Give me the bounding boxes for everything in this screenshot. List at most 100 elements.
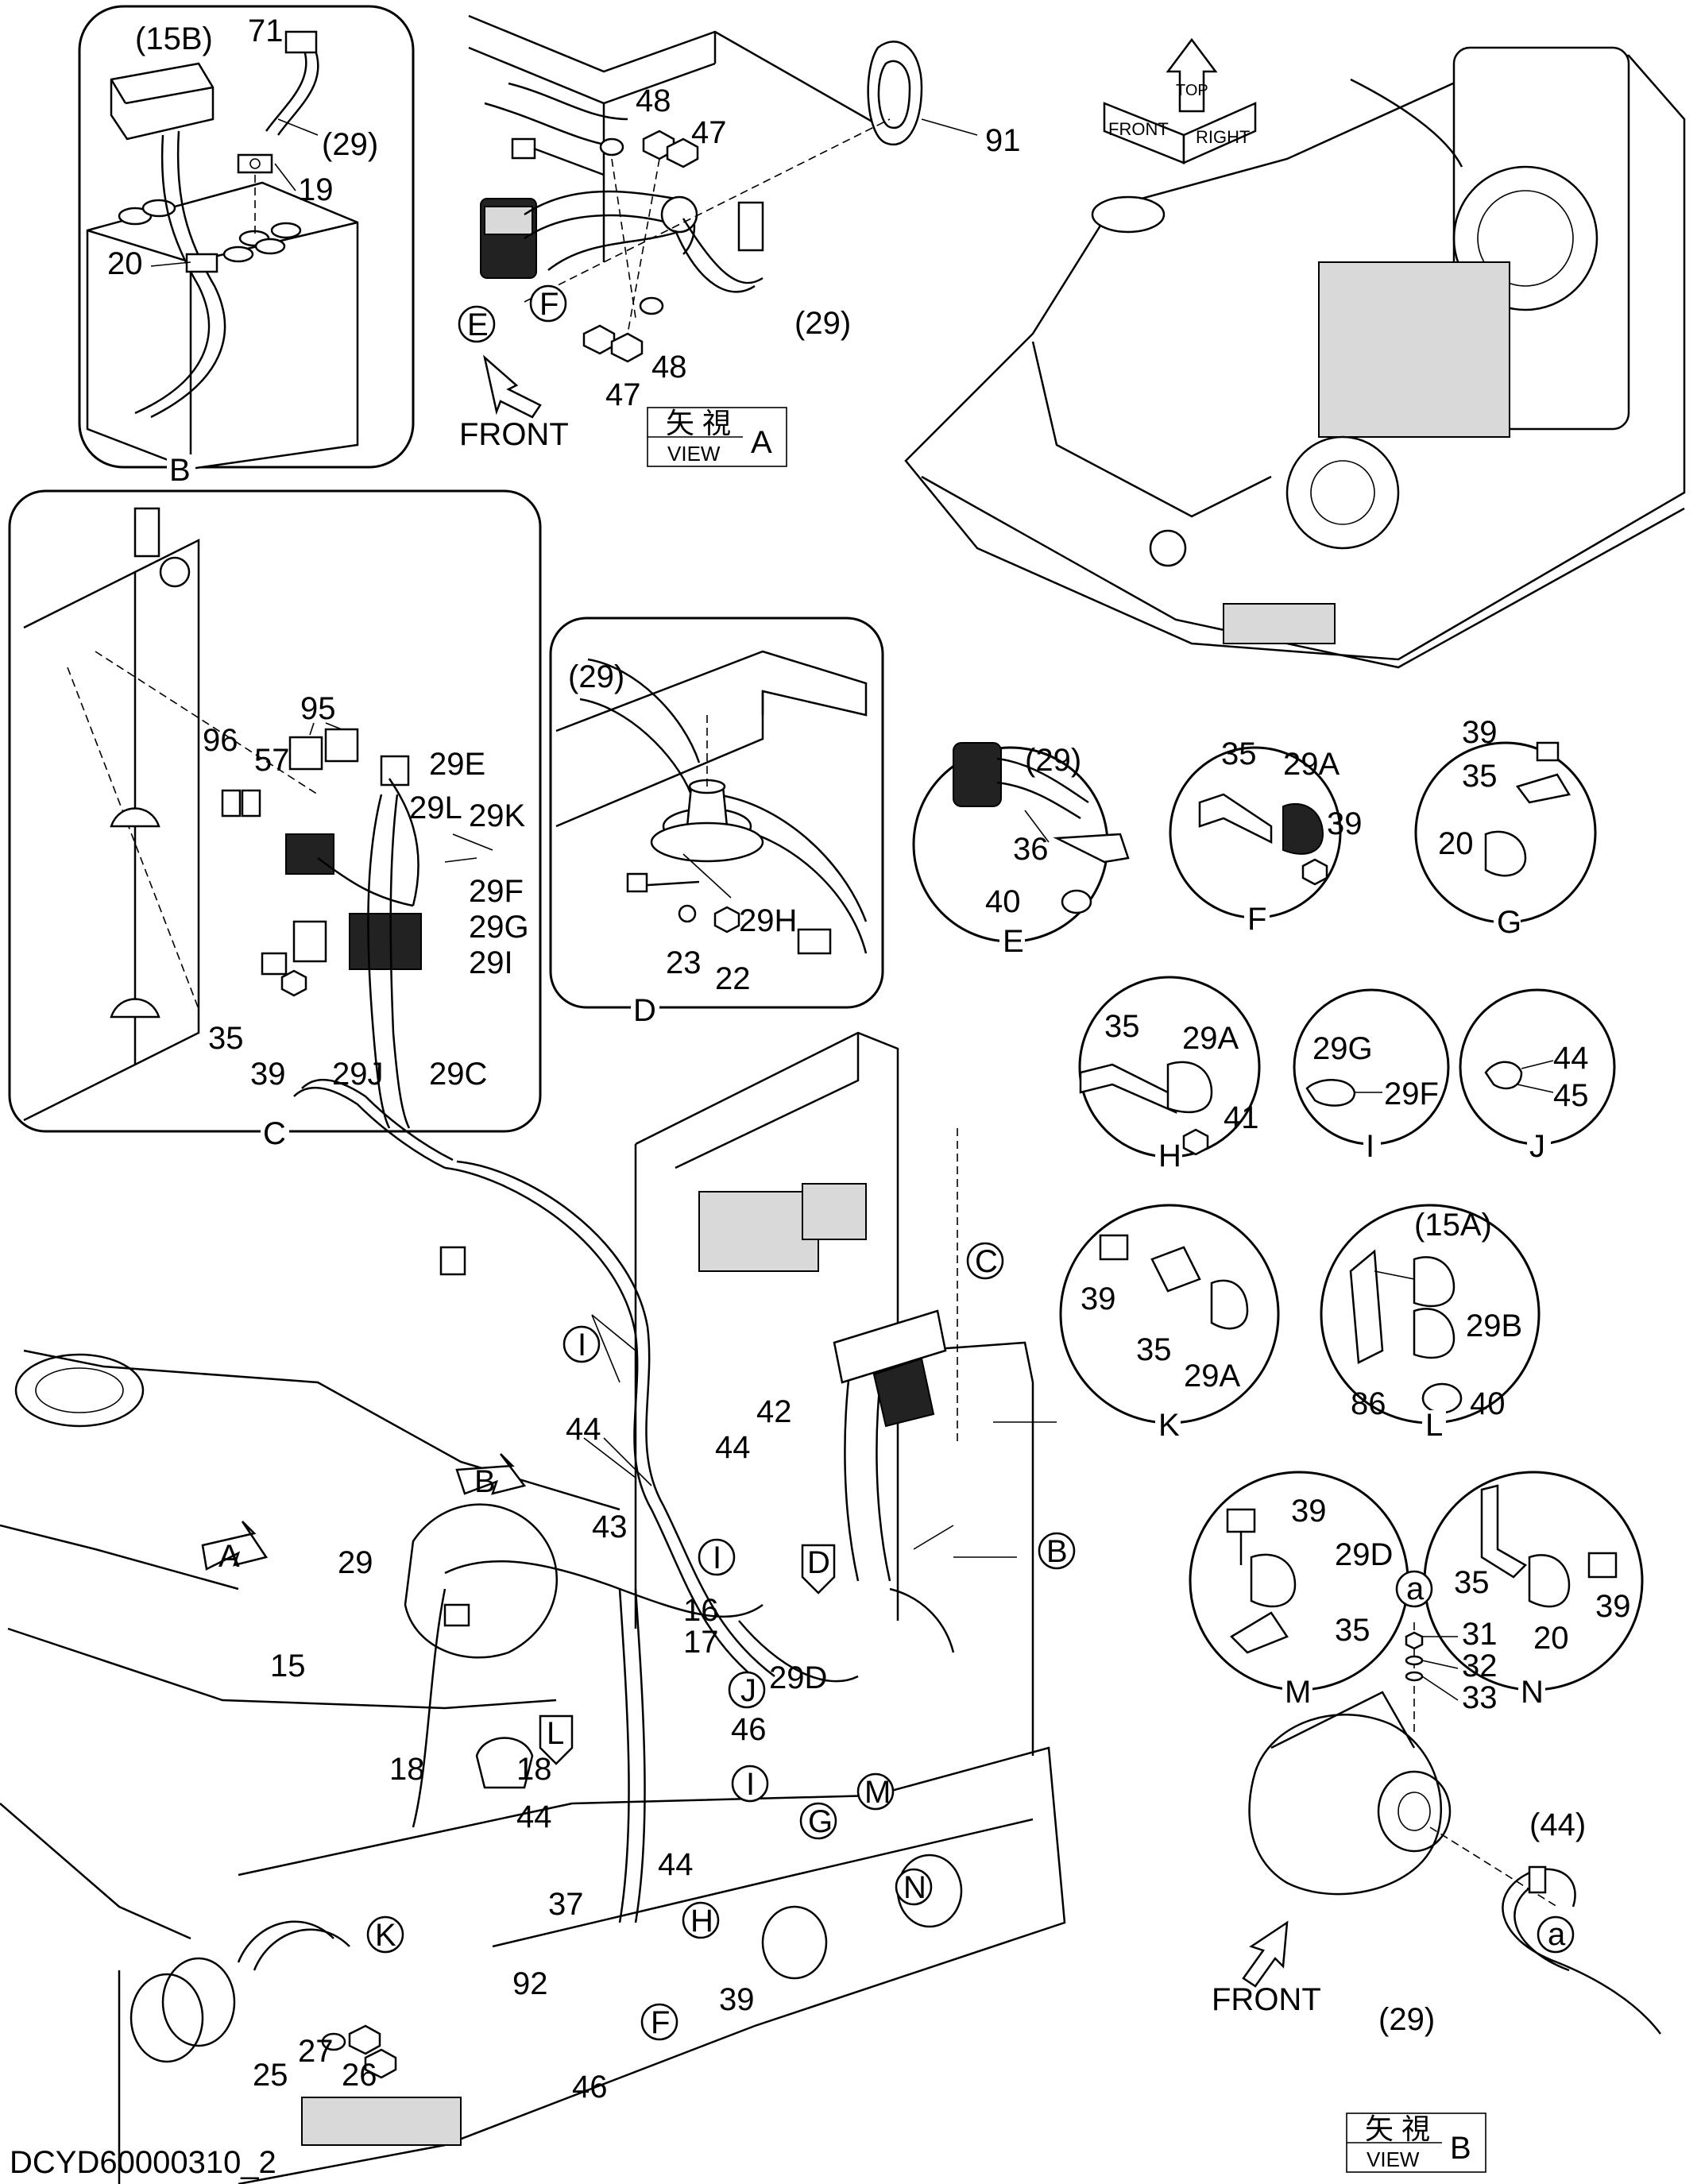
label-29j: 29J [332, 1057, 384, 1092]
detail-n-letter: N [1521, 1675, 1544, 1710]
detail-l: (15A) 29B 40 86 L [1320, 1204, 1541, 1443]
detail-h: 35 29A 41 H [1078, 976, 1261, 1173]
callout-f [529, 284, 567, 323]
label-44-main-c: 44 [516, 1799, 552, 1834]
label-39-main: 39 [719, 1982, 755, 2017]
callout-k: K [375, 1918, 396, 1953]
label-33: 33 [1462, 1680, 1498, 1715]
label-20: 20 [107, 246, 143, 281]
label-29: (29) [322, 127, 378, 162]
callout-g: G [808, 1804, 833, 1839]
label-44-main-d: 44 [658, 1847, 694, 1882]
label-18-right: 18 [516, 1752, 552, 1787]
callout-l-arrow: L [547, 1716, 564, 1751]
label-48-bottom: 48 [651, 350, 687, 385]
callout-c: C [975, 1244, 998, 1279]
callout-j: J [740, 1673, 756, 1708]
label-48-top: 48 [636, 83, 671, 118]
view-a-en: VIEW [667, 442, 721, 466]
view-a: 48 47 91 (29) 48 47 E F FRONT 矢 視 VIEW A [458, 14, 1021, 467]
label-15: 15 [270, 1649, 306, 1683]
label-35-c: 35 [208, 1021, 244, 1056]
label-32: 32 [1462, 1649, 1498, 1683]
label-a-top: a [1406, 1571, 1425, 1606]
label-35-f: 35 [1221, 736, 1257, 771]
main-assembly: 44 42 44 43 29 16 17 15 29D 46 18 18 44 … [0, 1031, 1076, 2184]
view-b-jp: 矢 視 [1365, 2112, 1430, 2145]
callout-d-arrow: D [807, 1545, 830, 1580]
label-26: 26 [342, 2058, 377, 2093]
label-29g-c: 29G [469, 910, 529, 945]
label-35-k: 35 [1136, 1332, 1172, 1367]
label-17: 17 [683, 1625, 719, 1660]
detail-d-letter: D [633, 993, 656, 1028]
label-29-d: (29) [568, 659, 624, 694]
view-b-en: VIEW [1367, 2147, 1420, 2171]
label-15a: (15A) [1414, 1208, 1492, 1243]
detail-m-letter: M [1285, 1675, 1311, 1710]
orient-right: RIGHT [1196, 127, 1250, 147]
callout-m: M [864, 1775, 891, 1810]
callout-i-c: I [746, 1767, 755, 1802]
callout-n: N [903, 1870, 926, 1905]
label-86: 86 [1351, 1386, 1386, 1421]
orient-top: TOP [1176, 82, 1208, 99]
label-15b: (15B) [135, 21, 213, 56]
label-29h: 29H [739, 903, 797, 938]
detail-j: 44 45 J [1459, 988, 1616, 1164]
label-46-main-b: 46 [572, 2070, 608, 2105]
detail-c-panel: 95 96 57 29E 29L 29K 29F 29G 29I 35 39 2… [8, 489, 542, 1151]
label-27: 27 [298, 2034, 334, 2069]
label-35-m: 35 [1335, 1613, 1370, 1648]
label-44-view-b: (44) [1529, 1807, 1586, 1842]
label-43: 43 [592, 1509, 628, 1544]
label-35-n: 35 [1454, 1565, 1490, 1600]
detail-g: 39 35 20 G [1414, 715, 1597, 940]
label-47-bottom: 47 [605, 377, 641, 412]
label-a-bottom: a [1548, 1917, 1566, 1952]
front-label-bottom: FRONT [1212, 1982, 1321, 2017]
label-39-m: 39 [1291, 1494, 1327, 1529]
label-29i: 29I [469, 945, 513, 980]
detail-d-panel: (29) 29H 23 22 D [549, 617, 884, 1028]
detail-f-letter: F [1247, 902, 1266, 937]
label-29a-h: 29A [1182, 1021, 1239, 1056]
label-29f-i: 29F [1384, 1077, 1439, 1111]
detail-c-letter: C [263, 1116, 286, 1151]
label-39-f: 39 [1327, 806, 1363, 841]
detail-i-letter: I [1366, 1129, 1374, 1164]
label-39-g: 39 [1462, 715, 1498, 750]
orient-front: FRONT [1108, 119, 1169, 139]
label-29a-f: 29A [1283, 747, 1340, 782]
label-29a-k: 29A [1184, 1359, 1240, 1394]
detail-e-letter: E [1003, 924, 1024, 959]
callout-a-arrow: A [218, 1539, 240, 1574]
label-71: 71 [248, 14, 284, 48]
label-96: 96 [203, 723, 238, 758]
label-44-j: 44 [1553, 1041, 1589, 1076]
front-label-top: FRONT [459, 417, 569, 452]
label-18-left: 18 [389, 1752, 425, 1787]
label-29l: 29L [409, 790, 462, 825]
label-39-k: 39 [1081, 1281, 1116, 1316]
detail-l-letter: L [1425, 1408, 1443, 1443]
label-29f-c: 29F [469, 874, 524, 909]
label-39-c: 39 [250, 1057, 286, 1092]
label-35-h: 35 [1104, 1009, 1140, 1044]
label-35-g: 35 [1462, 759, 1498, 794]
label-39-n: 39 [1595, 1589, 1631, 1624]
detail-g-letter: G [1497, 905, 1521, 940]
orientation-cube: TOP FRONT RIGHT [1103, 37, 1257, 164]
label-22: 22 [715, 961, 751, 996]
label-47-top: 47 [691, 115, 727, 150]
callout-b-circle: B [1046, 1534, 1068, 1569]
detail-k-letter: K [1158, 1408, 1180, 1443]
label-41: 41 [1224, 1100, 1259, 1135]
detail-e: (29) 36 40 E [912, 742, 1130, 959]
drawing-code: DCYD60000310_2 [10, 2145, 276, 2180]
view-a-jp: 矢 視 [666, 407, 731, 439]
label-29b: 29B [1466, 1308, 1522, 1343]
detail-n: 35 20 39 N [1423, 1471, 1644, 1710]
label-36: 36 [1013, 832, 1049, 867]
